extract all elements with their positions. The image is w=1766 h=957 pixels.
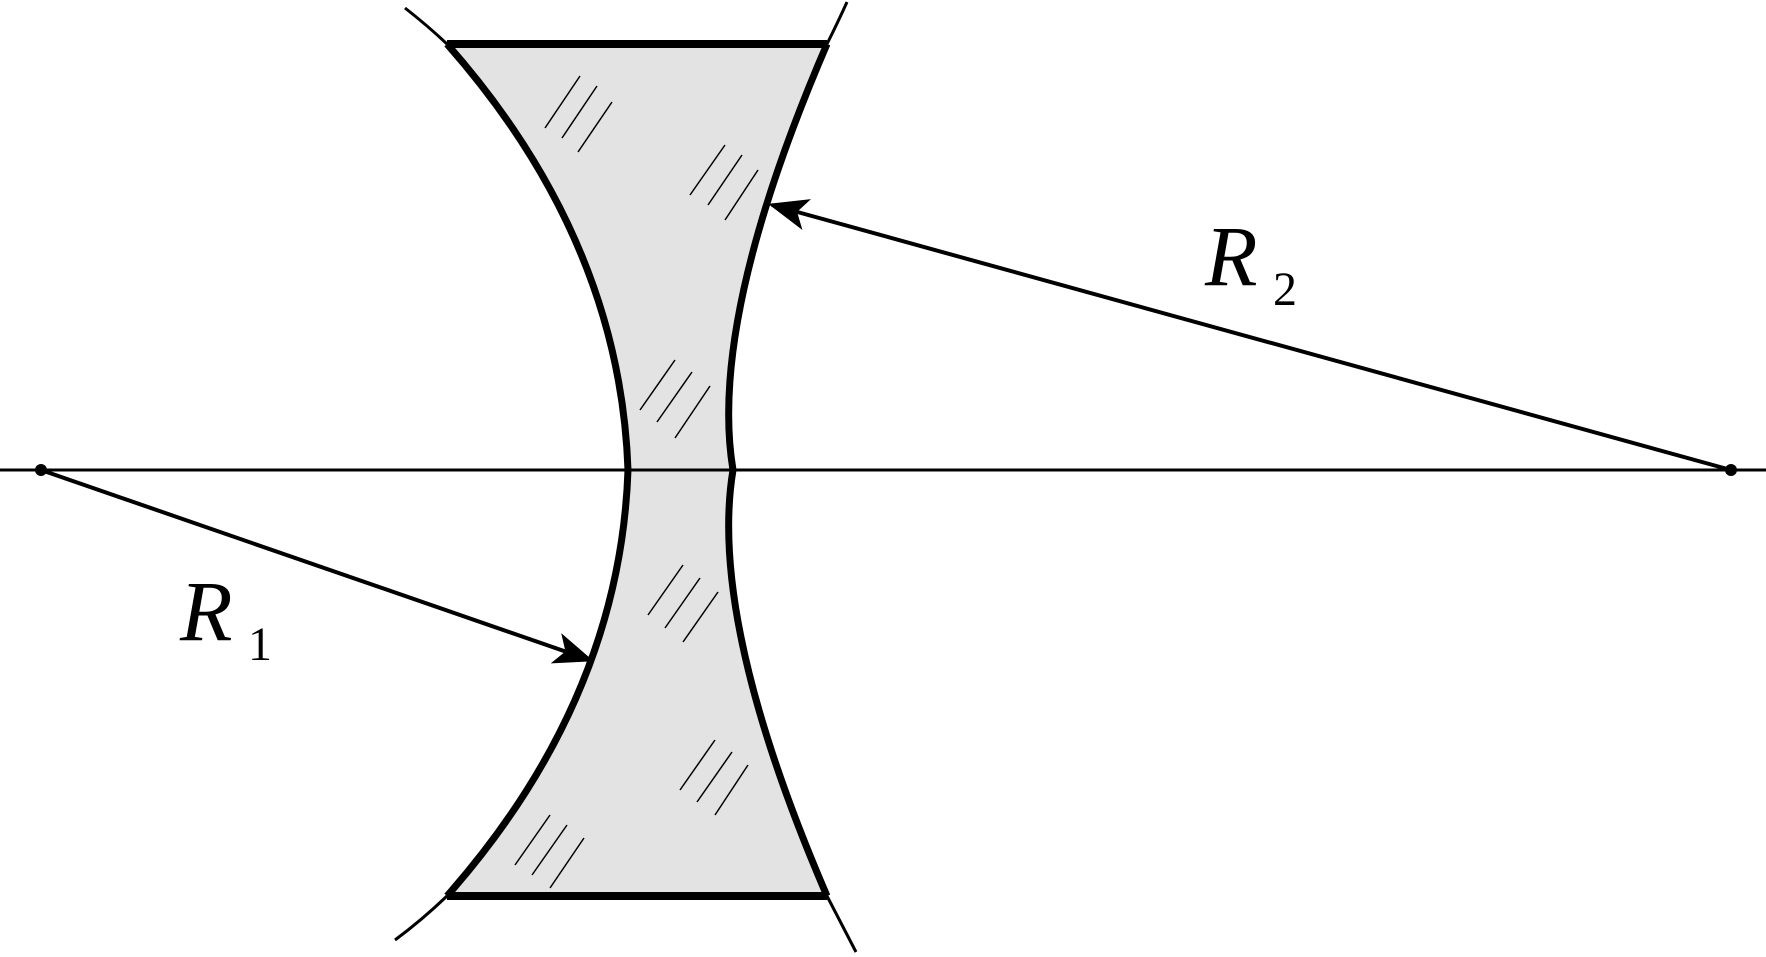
right-surface-extension-bottom: [825, 895, 858, 953]
label-r2-main: R: [1204, 208, 1258, 304]
label-r2-sub: 2: [1273, 263, 1297, 316]
left-surface-extension-top: [404, 6, 449, 46]
label-r1-main: R: [179, 563, 233, 659]
radius-r2-arrow: [768, 199, 1732, 472]
glass-hatch-marks: [514, 75, 759, 889]
right-surface-extension-top: [825, 1, 849, 45]
label-r1: R 1: [179, 563, 272, 671]
radius-r1-arrow: [40, 468, 594, 664]
left-surface-extension-bottom: [394, 894, 449, 942]
label-r1-sub: 1: [248, 618, 272, 671]
label-r2: R 2: [1204, 208, 1297, 316]
